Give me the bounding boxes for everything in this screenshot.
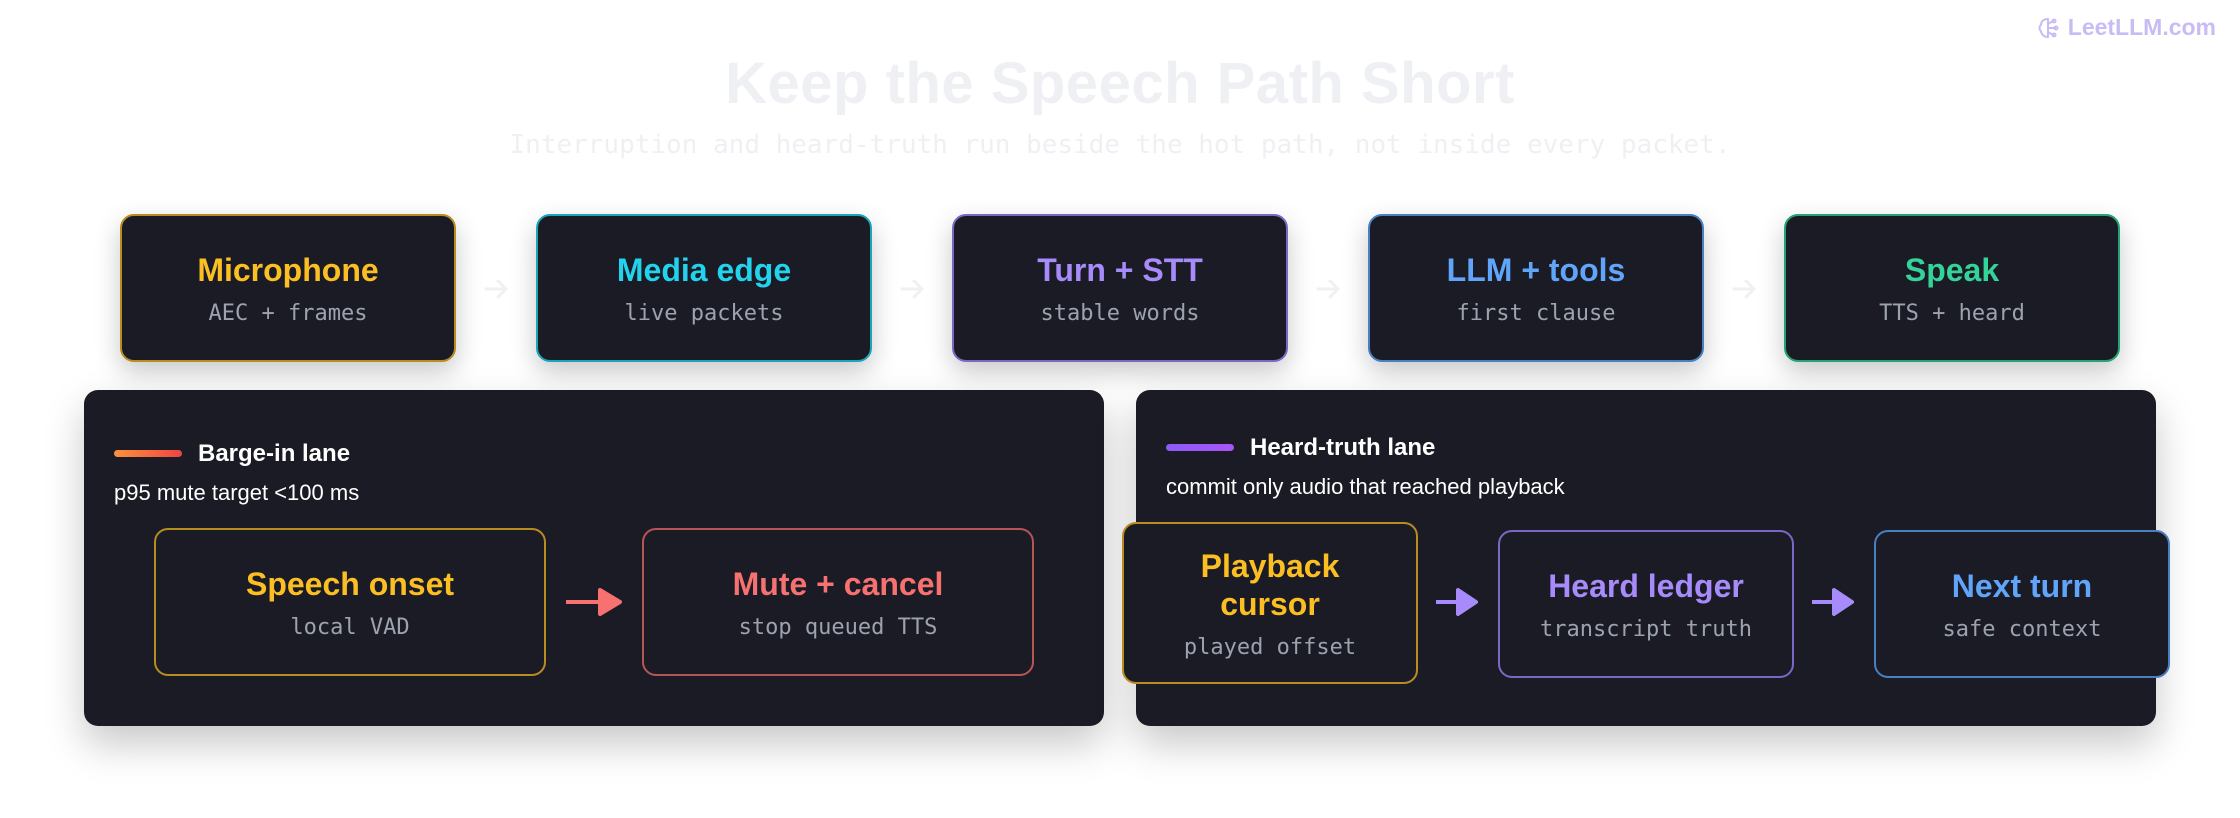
lane-node-next-turn: Next turn safe context — [1874, 530, 2170, 678]
barge-in-lane-panel: Barge-in lane p95 mute target <100 ms Sp… — [84, 390, 1104, 726]
arrow-right-icon — [566, 588, 622, 616]
node-title: Speech onset — [245, 565, 455, 602]
node-subtitle: AEC + frames — [208, 300, 368, 326]
lane-accent-bar — [114, 450, 182, 457]
node-subtitle: stable words — [1040, 300, 1200, 326]
node-subtitle: played offset — [1183, 634, 1357, 660]
node-subtitle: local VAD — [290, 614, 410, 640]
node-title: Mute + cancel — [732, 565, 944, 602]
node-subtitle: first clause — [1456, 300, 1616, 326]
pipeline-node-media-edge: Media edge live packets — [536, 214, 872, 362]
node-subtitle: TTS + heard — [1879, 300, 2025, 326]
node-title: Playback cursor — [1200, 547, 1340, 622]
node-title: Turn + STT — [1037, 251, 1203, 288]
node-title: Microphone — [197, 251, 379, 288]
lane-note: commit only audio that reached playback — [1166, 474, 1565, 499]
arrow-right-icon — [1812, 588, 1854, 616]
node-title: Speak — [1904, 251, 2000, 288]
node-subtitle: safe context — [1942, 616, 2102, 642]
lane-note: p95 mute target <100 ms — [114, 480, 360, 505]
lane-title: Barge-in lane — [198, 440, 351, 467]
brand-logo[interactable]: LeetLLM.com — [2036, 14, 2216, 41]
pipeline-node-llm-tools: LLM + tools first clause — [1368, 214, 1704, 362]
node-title: Media edge — [616, 251, 792, 288]
arrow-right-icon — [1436, 588, 1478, 616]
node-subtitle: live packets — [624, 300, 784, 326]
chevron-right-icon — [900, 279, 924, 299]
pipeline-node-microphone: Microphone AEC + frames — [120, 214, 456, 362]
chevron-right-icon — [1732, 279, 1756, 299]
page-title: Keep the Speech Path Short — [725, 51, 1515, 116]
chevron-right-icon — [1316, 279, 1340, 299]
node-title: Heard ledger — [1548, 567, 1744, 604]
chevron-right-icon — [484, 279, 508, 299]
lane-node-mute-cancel: Mute + cancel stop queued TTS — [642, 528, 1034, 676]
page-subtitle: Interruption and heard-truth run beside … — [509, 130, 1731, 160]
lane-node-speech-onset: Speech onset local VAD — [154, 528, 546, 676]
brand-name: LeetLLM.com — [2067, 14, 2216, 40]
heard-truth-lane-panel: Heard-truth lane commit only audio that … — [1122, 390, 2170, 726]
lane-accent-bar — [1166, 444, 1234, 451]
lane-title: Heard-truth lane — [1250, 434, 1436, 461]
brain-icon — [2036, 16, 2060, 40]
node-subtitle: transcript truth — [1540, 616, 1752, 642]
node-subtitle: stop queued TTS — [738, 614, 938, 640]
pipeline-node-speak: Speak TTS + heard — [1784, 214, 2120, 362]
node-title: Next turn — [1951, 567, 2093, 604]
pipeline-node-turn-stt: Turn + STT stable words — [952, 214, 1288, 362]
node-title: LLM + tools — [1446, 251, 1626, 288]
lane-node-playback-cursor: Playback cursor played offset — [1122, 522, 1418, 684]
lane-node-heard-ledger: Heard ledger transcript truth — [1498, 530, 1794, 678]
